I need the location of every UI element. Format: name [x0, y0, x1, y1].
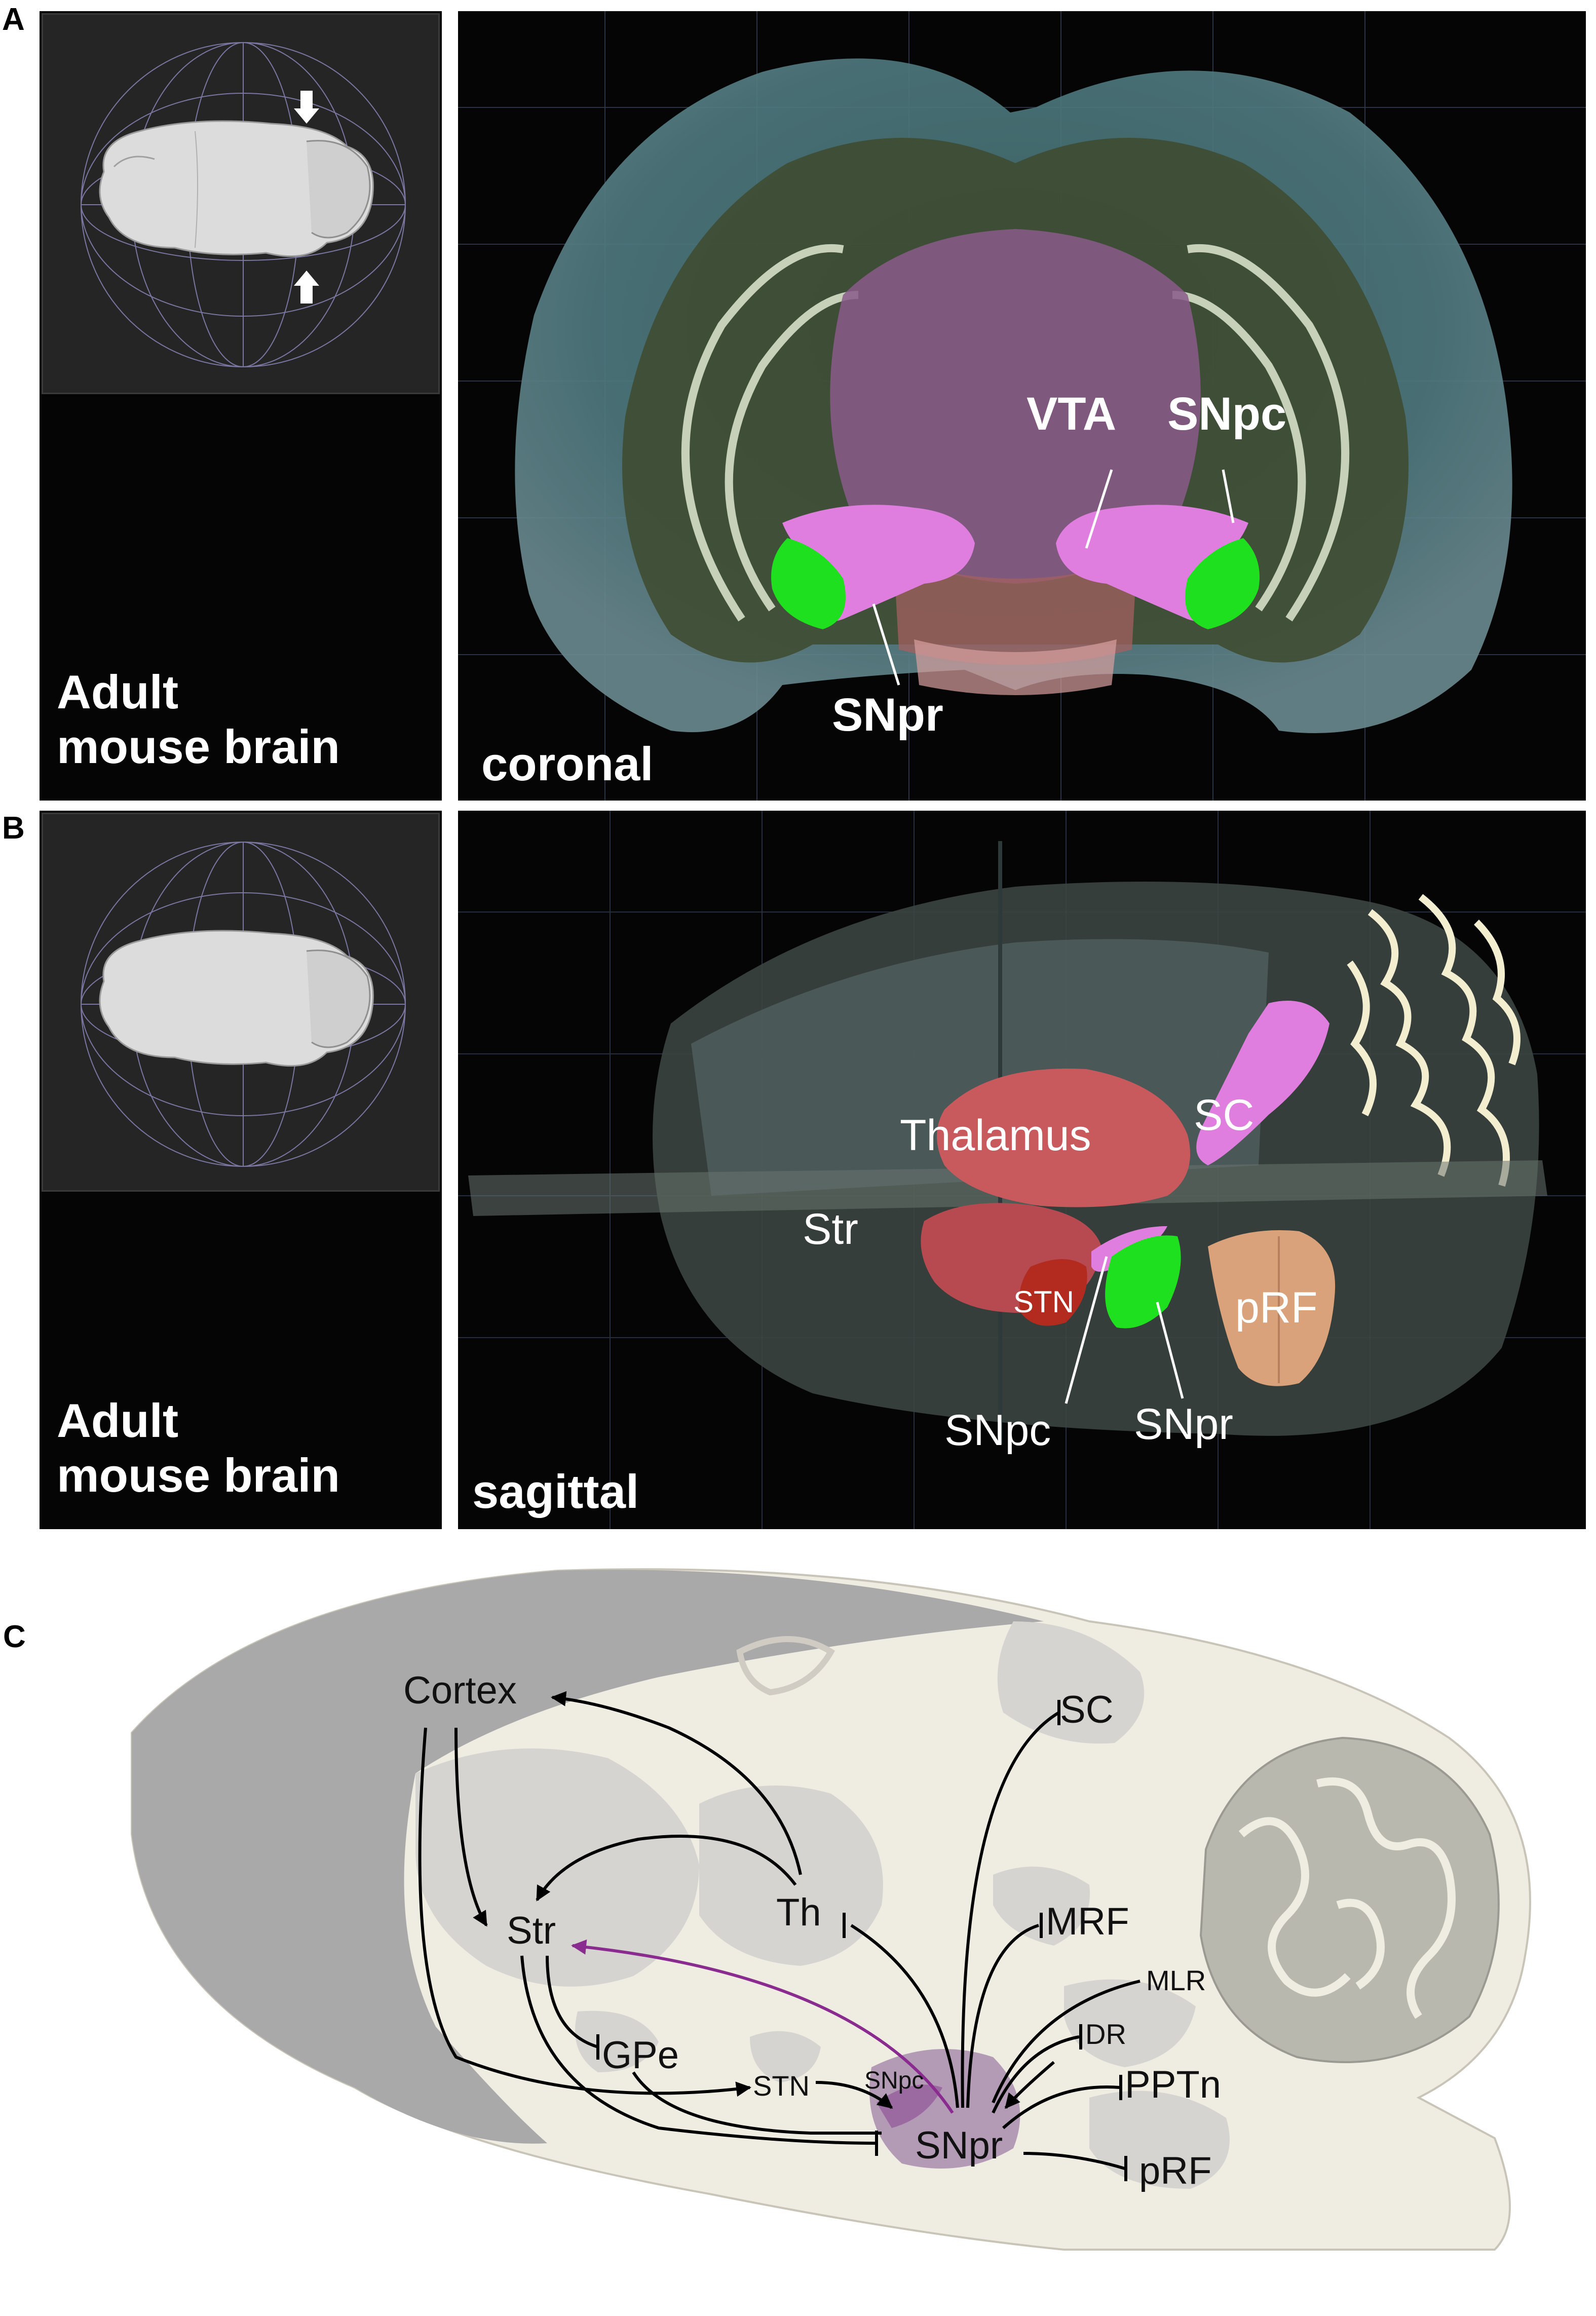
inset-caption-line2: mouse brain — [57, 1449, 340, 1502]
label-snpc: SNpc — [1167, 388, 1286, 440]
node-pptn: PPTn — [1125, 2063, 1221, 2106]
node-th: Th — [776, 1891, 821, 1934]
panel-b-sagittal-view: SC Thalamus Str STN pRF SNpc SNpr sagitt… — [458, 811, 1586, 1529]
brain-orientation-model-b — [81, 842, 406, 1167]
thalamus-region — [937, 1069, 1190, 1207]
node-snpc: SNpc — [864, 2067, 924, 2094]
label-stn: STN — [1013, 1285, 1074, 1319]
node-gpe: GPe — [602, 2034, 679, 2077]
panel-a-inset-caption: Adult mouse brain — [57, 665, 340, 774]
panel-b-inset: Adult mouse brain — [40, 811, 442, 1529]
label-snpc: SNpc — [944, 1406, 1051, 1455]
panel-a-view-label: coronal — [481, 737, 654, 790]
snpr-region-left — [771, 538, 846, 629]
label-prf: pRF — [1235, 1283, 1317, 1332]
inset-caption-line1: Adult — [57, 665, 179, 718]
panel-a-letter: A — [2, 2, 25, 37]
prf-region — [1208, 1230, 1336, 1386]
cerebellum-folia — [1347, 894, 1521, 1187]
node-mrf: MRF — [1046, 1900, 1129, 1943]
brain-3d-model-icon — [99, 930, 374, 1067]
section-arrows-icon — [294, 91, 319, 303]
substantia-nigra-region — [869, 2049, 1020, 2169]
snpr-region-right — [1185, 538, 1260, 629]
dopamine-pathway — [571, 1939, 954, 2114]
panel-a-inset: Adult mouse brain — [40, 11, 442, 801]
brain-3d-model-icon — [99, 120, 374, 257]
inset-caption-line2: mouse brain — [57, 720, 340, 774]
node-mlr: MLR — [1146, 1964, 1206, 1996]
node-sc: SC — [1060, 1688, 1114, 1731]
basal-ganglia-circuit-diagram: Cortex SC Th Str MRF GPe SNpr PPTn pRF M… — [131, 1568, 1531, 2251]
label-str: Str — [803, 1205, 858, 1254]
node-snpr: SNpr — [915, 2124, 1003, 2167]
panel-b-inset-viewport — [42, 813, 440, 1192]
node-str: Str — [507, 1909, 556, 1952]
snpr-region — [1105, 1235, 1181, 1328]
label-thalamus: Thalamus — [900, 1111, 1091, 1160]
sagittal-section-image: SC Thalamus Str STN pRF SNpc SNpr — [458, 811, 1586, 1529]
node-cortex: Cortex — [403, 1669, 517, 1712]
inset-caption-line1: Adult — [57, 1394, 179, 1447]
panel-a-inset-viewport — [42, 13, 440, 394]
node-stn: STN — [753, 2070, 810, 2102]
stn-region — [1019, 1259, 1087, 1326]
coronal-section-image: VTA SNpc SNpr — [458, 11, 1586, 801]
sc-region — [1196, 1001, 1329, 1165]
panel-b-inset-caption: Adult mouse brain — [57, 1393, 340, 1503]
panel-b-view-label: sagittal — [472, 1465, 639, 1518]
label-snpr: SNpr — [832, 689, 943, 741]
cerebellum-folia-diagram — [1238, 1777, 1456, 2019]
label-vta: VTA — [1027, 388, 1116, 440]
panel-c-letter: C — [3, 1619, 26, 1654]
node-dr: DR — [1085, 2018, 1126, 2050]
label-sc: SC — [1194, 1091, 1254, 1140]
panel-b-letter: B — [2, 811, 25, 846]
panel-a-coronal-view: VTA SNpc SNpr coronal — [458, 11, 1586, 801]
cortex-region — [132, 1570, 1044, 2144]
brain-orientation-model-a — [81, 42, 406, 367]
label-snpr: SNpr — [1134, 1400, 1233, 1449]
node-prf: pRF — [1139, 2149, 1212, 2192]
